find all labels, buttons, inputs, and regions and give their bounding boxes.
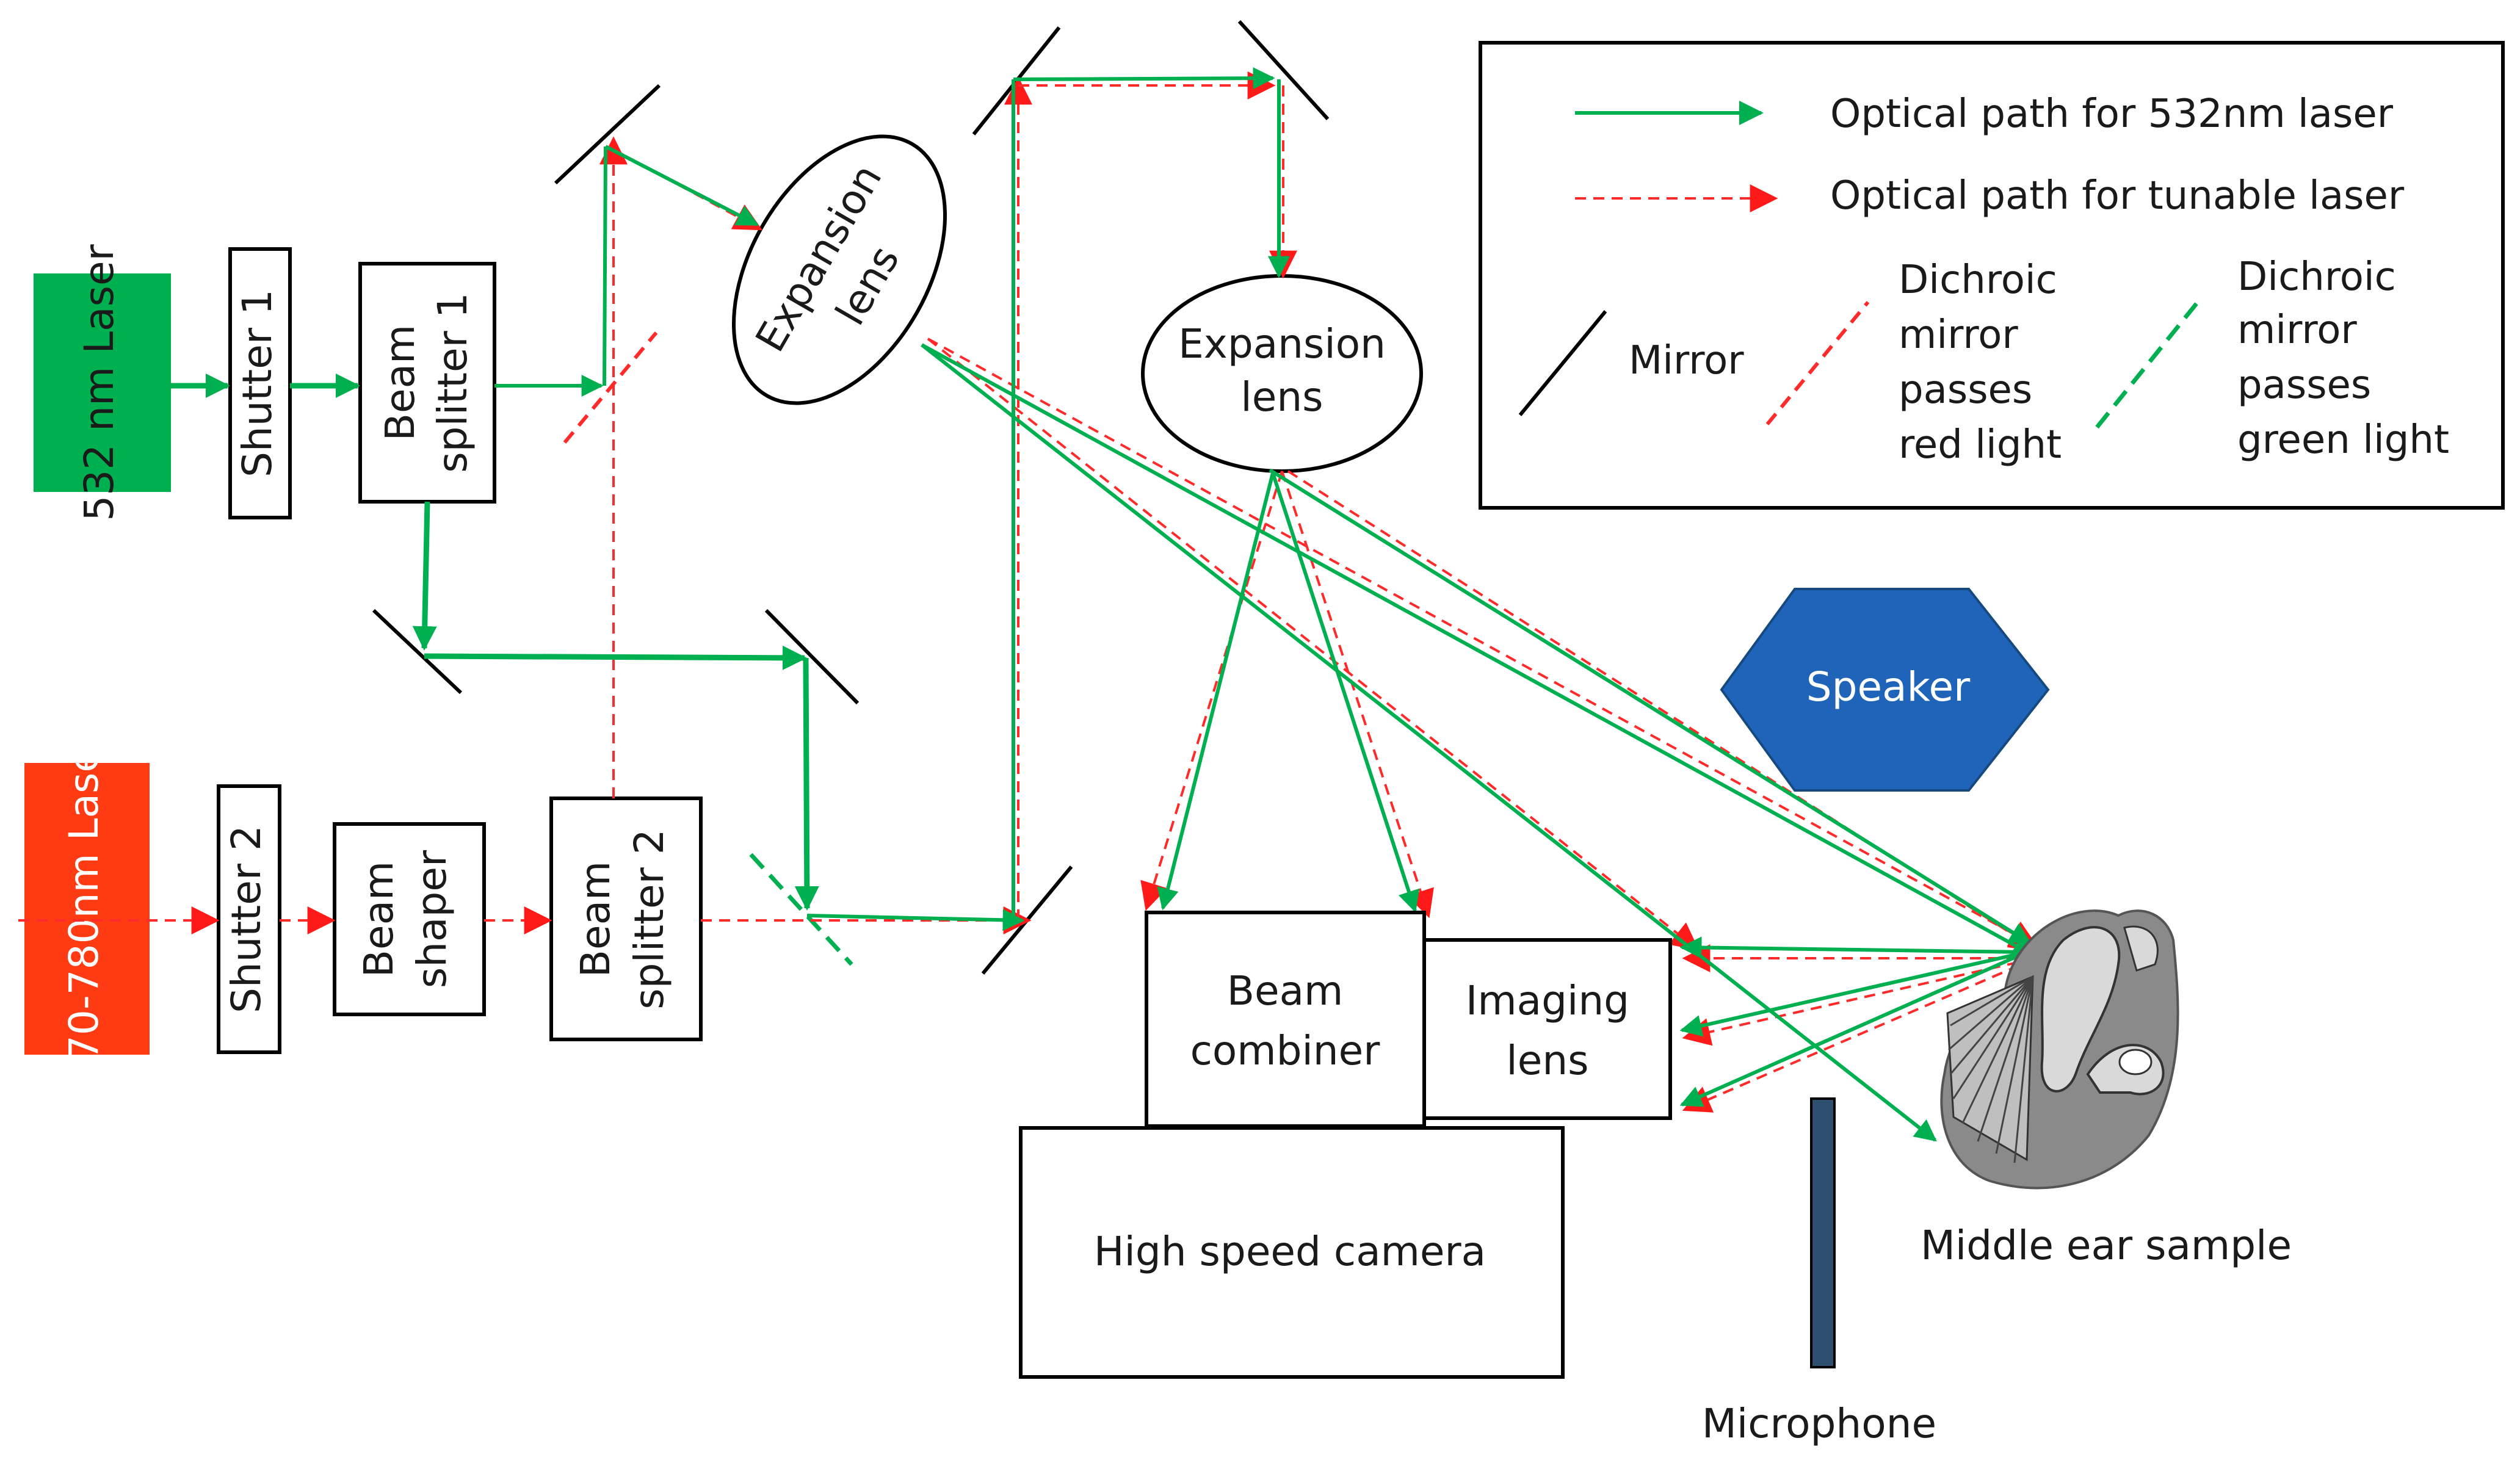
- beam-combiner-label-2: combiner: [1190, 1027, 1381, 1074]
- beam-combiner-box: [1145, 911, 1426, 1128]
- middle-ear-sample-label: Middle ear sample: [1921, 1222, 2292, 1269]
- green-beam-paths: [171, 67, 2035, 1142]
- microphone-label: Microphone: [1702, 1400, 1936, 1447]
- beam-splitter-2-label-1: Beam: [572, 861, 619, 978]
- legend-green-path-label: Optical path for 532nm laser: [1830, 92, 2394, 137]
- green-laser-label: 532 nm Laser: [76, 244, 123, 521]
- shutter-1-box: [228, 247, 292, 519]
- beam-splitter-1-box: [358, 262, 496, 504]
- green-laser-box: [34, 273, 171, 492]
- expansion-lens-2-label-1: Expansion: [1178, 320, 1386, 367]
- red-laser-label: 770-780nm Laser: [60, 731, 107, 1086]
- camera-label: High speed camera: [1094, 1228, 1486, 1275]
- legend-dichroic-green-line-1: Dichroic: [2237, 255, 2396, 300]
- shutter-1-label: Shutter 1: [234, 289, 281, 477]
- imaging-lens-label-1: Imaging: [1466, 977, 1629, 1024]
- speaker-hexagon: [1720, 588, 2050, 792]
- legend-dichroic-green-line-2: mirror: [2237, 308, 2357, 353]
- beam-splitter-2-box: [549, 797, 703, 1041]
- beam-shaper-label-1: Beam: [355, 861, 402, 978]
- beam-splitter-1-label-1: Beam: [377, 325, 424, 441]
- mirror-middle-left: [372, 609, 463, 695]
- legend-mirror-label: Mirror: [1629, 338, 1744, 383]
- expansion-lens-2-label-2: lens: [1240, 374, 1323, 421]
- legend-dichroic-green-line-3: passes: [2237, 363, 2371, 408]
- legend-red-path-label: Optical path for tunable laser: [1830, 173, 2405, 219]
- mirror-middle-right: [764, 609, 860, 705]
- dichroic-mirror-green-main: [749, 853, 853, 966]
- imaging-lens-label-2: lens: [1506, 1037, 1588, 1084]
- legend-dichroic-red-line-1: Dichroic: [1899, 258, 2057, 303]
- legend-dichroic-red-sample: [1765, 301, 1870, 425]
- camera-box: [1019, 1126, 1565, 1379]
- imaging-lens-box: [1422, 938, 1672, 1120]
- legend-dichroic-red-line-2: mirror: [1899, 313, 2018, 358]
- mirror-top-center-right: [1237, 20, 1330, 121]
- red-laser-box: [24, 763, 150, 1055]
- shutter-2-label: Shutter 2: [223, 825, 270, 1013]
- middle-ear-sample-icon: [1940, 909, 2179, 1190]
- beam-splitter-2-label-2: splitter 2: [626, 829, 673, 1009]
- beam-splitter-1-label-2: splitter 1: [429, 292, 476, 472]
- legend-box: [1479, 41, 2505, 510]
- microphone-rod: [1810, 1097, 1836, 1368]
- legend-dichroic-red-line-4: red light: [1899, 422, 2062, 468]
- beam-shaper-label-2: shaper: [408, 850, 455, 988]
- expansion-lens-1: [731, 134, 947, 405]
- legend-dichroic-green-line-4: green light: [2237, 417, 2449, 463]
- mirror-top-left: [554, 84, 661, 185]
- legend-dichroic-red-line-3: passes: [1899, 367, 2032, 413]
- beam-combiner-label-1: Beam: [1227, 967, 1344, 1014]
- speaker-label: Speaker: [1806, 663, 1971, 710]
- dichroic-mirror-red-main: [563, 331, 658, 444]
- beam-shaper-box: [333, 822, 486, 1016]
- legend-mirror-sample: [1518, 310, 1607, 416]
